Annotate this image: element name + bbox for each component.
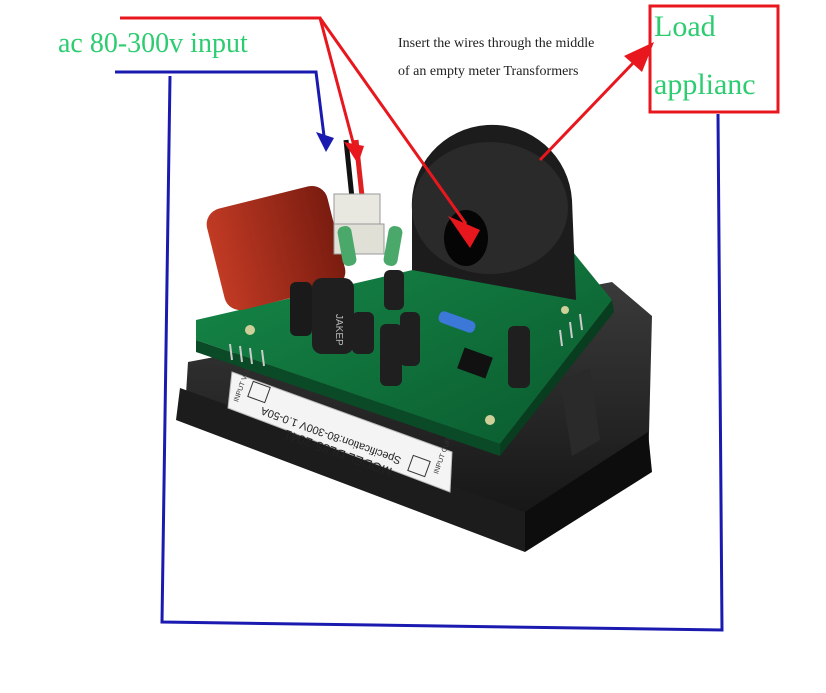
film-capacitor [206, 185, 346, 311]
load-label-line-1: Load [654, 10, 716, 43]
spec-sticker [227, 371, 453, 493]
electrolytic-capacitors [290, 270, 530, 388]
capacitor-brand-text: JAKEP [333, 314, 344, 346]
red-arrowhead-load [624, 42, 654, 72]
input-voltage-label: ac 80-300v input [58, 28, 248, 59]
ic-chip [457, 347, 493, 379]
resistors [337, 226, 476, 333]
instruction-line-2: of an empty meter Transformers [398, 64, 579, 79]
blue-wire [115, 70, 724, 632]
blue-arrowhead [316, 132, 334, 152]
load-label-line-2: applianc [654, 68, 756, 101]
instruction-line-1: Insert the wires through the middle [398, 36, 595, 51]
red-arrowhead-transformer [448, 216, 480, 248]
current-transformer [411, 124, 576, 301]
load-box [648, 4, 780, 114]
red-arrows [120, 16, 638, 225]
red-arrowhead-connector [344, 142, 364, 164]
